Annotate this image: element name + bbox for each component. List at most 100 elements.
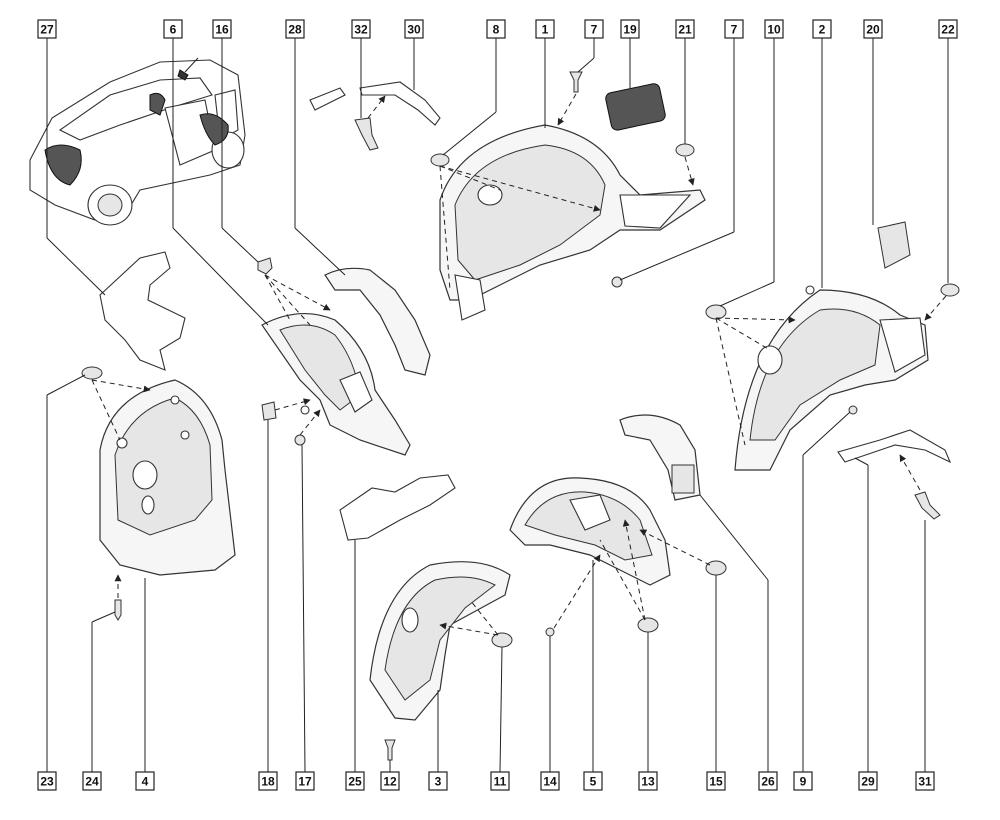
callout-number: 7 <box>731 23 738 37</box>
clip-8 <box>430 153 450 167</box>
callout-box <box>212 19 232 39</box>
callout-box <box>863 19 883 39</box>
callout-box <box>37 771 57 791</box>
screw-9 <box>848 405 858 415</box>
callout-number: 23 <box>40 775 54 789</box>
clip-18 <box>261 401 277 421</box>
callout-box <box>135 771 155 791</box>
fastener-31 <box>914 491 941 520</box>
callout-number: 4 <box>142 775 149 789</box>
part-30-strip <box>359 81 441 126</box>
callout-number: 21 <box>678 23 692 37</box>
clip-22 <box>940 283 960 297</box>
callout-box <box>428 771 448 791</box>
callout-box <box>535 19 555 39</box>
callout-number: 8 <box>493 23 500 37</box>
callout-box <box>404 19 424 39</box>
screw-17 <box>294 434 306 446</box>
callout-box <box>490 771 510 791</box>
callout-box <box>764 19 784 39</box>
grille-20 <box>877 221 911 269</box>
grille-19 <box>605 83 666 131</box>
clip-21 <box>675 143 695 157</box>
callout-box <box>793 771 813 791</box>
callout-number: 32 <box>354 23 368 37</box>
callout-number: 1 <box>542 23 549 37</box>
callout-number: 31 <box>918 775 932 789</box>
leader-lines <box>46 38 949 773</box>
callout-box <box>812 19 832 39</box>
screw-14 <box>545 627 555 637</box>
screw-7-lower <box>611 276 623 288</box>
callout-box <box>351 19 371 39</box>
clip-23 <box>81 366 103 380</box>
callout-box <box>758 771 778 791</box>
fastener-32 <box>354 117 379 151</box>
callout-box <box>938 19 958 39</box>
part-2-wheel-arch-liner <box>734 285 929 471</box>
callout-box <box>540 771 560 791</box>
screw-12 <box>384 739 396 761</box>
screw-7-top <box>569 71 583 93</box>
part-29-strip <box>837 429 952 464</box>
clip-13 <box>637 617 659 633</box>
part-27-liner <box>99 251 186 371</box>
car-overview-illustration <box>29 57 246 226</box>
callout-number: 6 <box>170 23 177 37</box>
callout-number: 22 <box>941 23 955 37</box>
callout-box <box>584 19 604 39</box>
callout-number: 11 <box>494 775 507 789</box>
part-6-wheel-arch-liner <box>261 312 411 456</box>
callout-box <box>486 19 506 39</box>
callout-box <box>620 19 640 39</box>
callout-box <box>915 771 935 791</box>
callout-box <box>380 771 400 791</box>
part-5-wheel-arch-liner <box>509 477 671 586</box>
callout-number: 12 <box>383 775 397 789</box>
callout-box <box>285 19 305 39</box>
callout-number: 14 <box>543 775 557 789</box>
callout-number: 5 <box>590 775 597 789</box>
part-1-wheel-arch-liner <box>439 124 706 321</box>
callout-number: 18 <box>261 775 275 789</box>
part-30-left-strip <box>309 87 346 111</box>
callout-number: 3 <box>435 775 442 789</box>
callout-box <box>724 19 744 39</box>
callout-box <box>583 771 603 791</box>
callout-number: 26 <box>761 775 775 789</box>
callout-number: 16 <box>215 23 229 37</box>
callout-box <box>675 19 695 39</box>
callout-number: 17 <box>298 775 312 789</box>
callout-number: 15 <box>709 775 723 789</box>
callout-number: 2 <box>819 23 826 37</box>
callout-box <box>858 771 878 791</box>
callout-box <box>295 771 315 791</box>
callout-box <box>163 19 183 39</box>
screw-24 <box>114 599 122 621</box>
callout-number: 28 <box>288 23 302 37</box>
callout-number: 20 <box>866 23 880 37</box>
part-4-wheel-arch-liner <box>99 379 236 576</box>
callout-box <box>345 771 365 791</box>
callout-box <box>258 771 278 791</box>
part-3-wheel-arch-liner <box>369 561 511 721</box>
callout-number: 25 <box>348 775 362 789</box>
callout-number: 30 <box>407 23 421 37</box>
callout-number: 29 <box>861 775 875 789</box>
callout-number: 24 <box>85 775 99 789</box>
callout-number: 10 <box>767 23 781 37</box>
clip-11 <box>491 632 513 648</box>
callout-box <box>37 19 57 39</box>
callout-box <box>706 771 726 791</box>
callout-box <box>82 771 102 791</box>
clip-16 <box>257 257 273 275</box>
part-25-liner <box>339 474 456 541</box>
callout-number: 13 <box>641 775 655 789</box>
callout-number: 27 <box>40 23 54 37</box>
part-28-trim <box>324 267 431 376</box>
callout-box <box>638 771 658 791</box>
clip-15 <box>705 560 727 576</box>
